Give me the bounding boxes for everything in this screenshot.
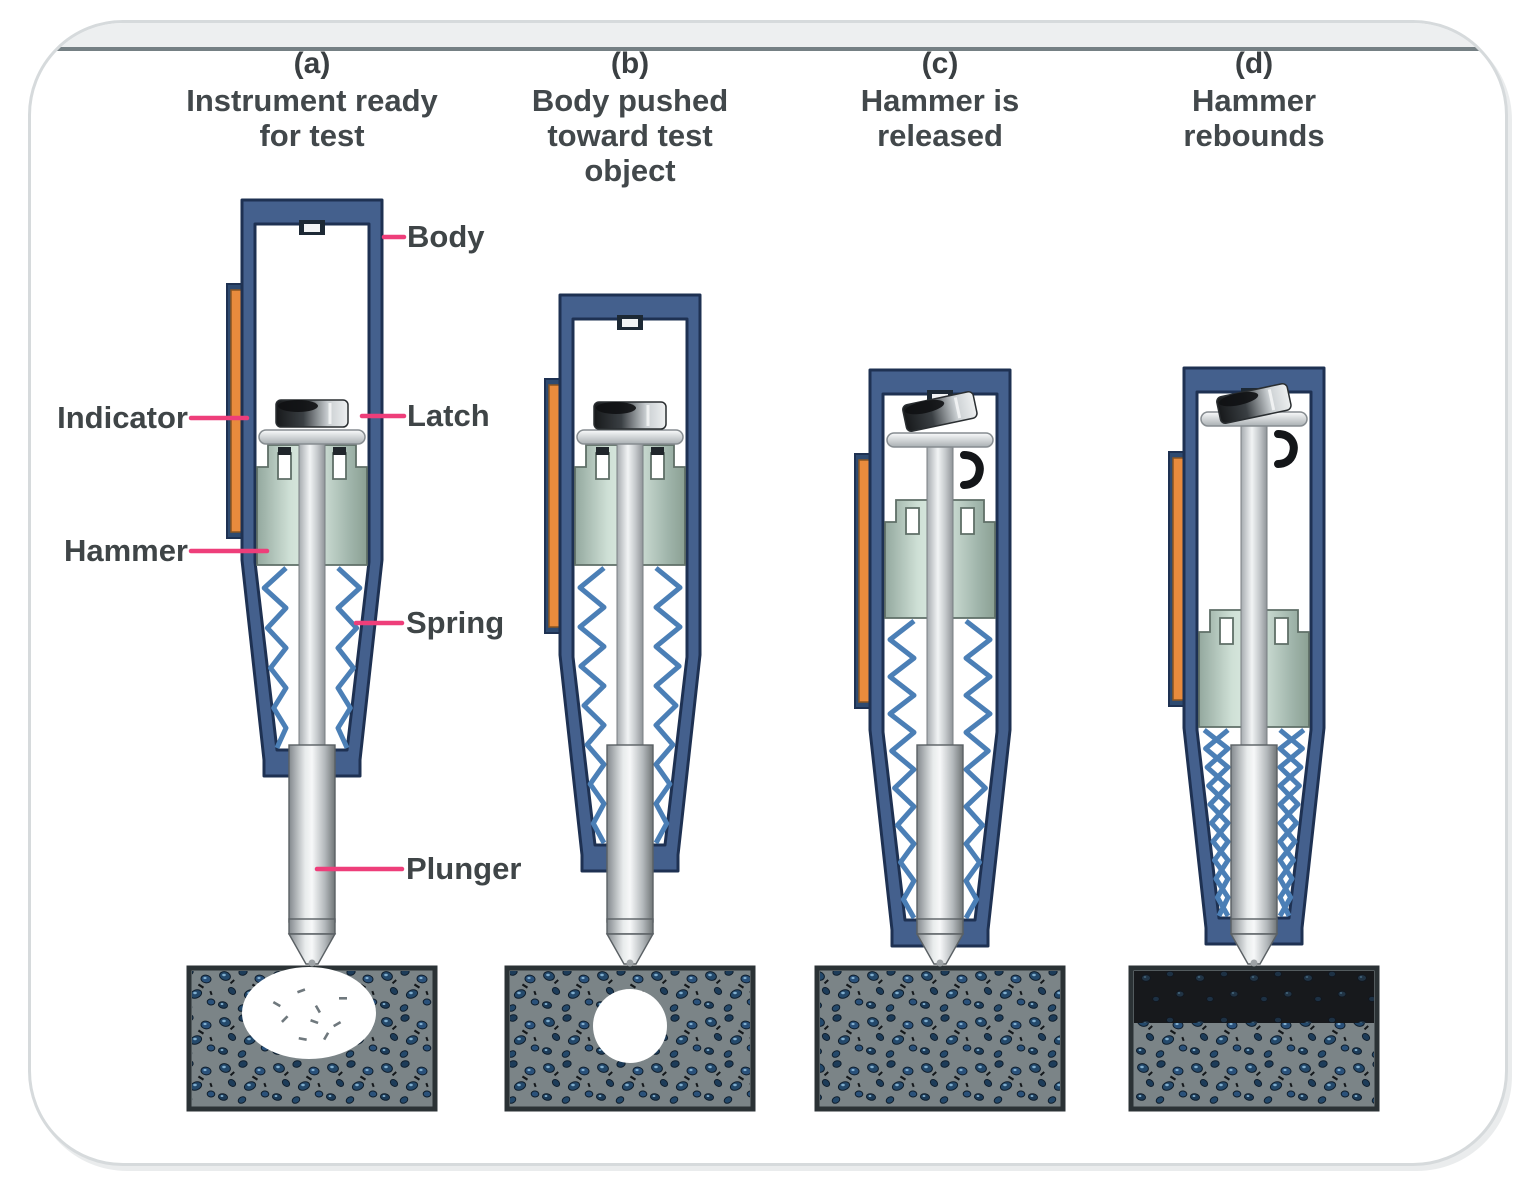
label-plunger: Plunger <box>406 851 522 886</box>
guide-rod <box>616 437 644 760</box>
latch-plate <box>258 429 366 445</box>
label-latch: Latch <box>407 398 490 433</box>
test-block-d <box>1128 965 1380 1112</box>
frame-top-band <box>31 23 1505 51</box>
body-shell <box>558 293 702 873</box>
rebound-hammer-instrument-b <box>544 293 702 967</box>
rebound-hammer-instrument-c <box>854 368 1012 967</box>
panel-caption-line: released <box>877 118 1003 153</box>
panel-caption-line: for test <box>259 118 365 153</box>
rebound-hammer-instrument-a <box>226 198 384 967</box>
impact-spring <box>887 619 993 920</box>
plunger-collar-ring <box>1230 918 1278 935</box>
body-shell <box>240 198 384 778</box>
guide-rod <box>298 437 326 760</box>
panel-caption-line: Body pushed <box>531 83 729 118</box>
panel-caption-line: Instrument ready <box>186 83 438 118</box>
rebound-hammer-instrument-d <box>1168 366 1326 967</box>
label-spring: Spring <box>406 605 505 640</box>
leader-lines <box>188 234 407 872</box>
panel-letter-d: (d) <box>1234 47 1274 80</box>
panel-caption-line: Hammer <box>1191 83 1317 118</box>
panel-letter-b: (b) <box>610 47 650 80</box>
aggregate-speckle-texture <box>820 971 1060 1106</box>
impact-spring <box>1202 728 1306 918</box>
plunger-tip <box>287 933 337 965</box>
crushed-zone-highlight <box>593 989 667 1063</box>
panel-caption-b: (b) Body pushed toward test object <box>531 47 729 189</box>
latch-cap <box>1216 383 1292 425</box>
panel-caption-line: Hammer is <box>860 83 1020 118</box>
test-block-c <box>814 965 1066 1112</box>
panel-caption-line: toward test <box>547 118 713 153</box>
label-body: Body <box>407 219 485 254</box>
panel-caption-a: (a) Instrument ready for test <box>186 47 438 154</box>
plunger <box>915 744 965 967</box>
plunger <box>605 744 655 967</box>
panel-letter-a: (a) <box>293 47 331 80</box>
panel-caption-line: object <box>584 153 676 188</box>
panel-letter-c: (c) <box>921 47 959 80</box>
released-latch-hook <box>1274 430 1298 468</box>
plunger <box>287 744 337 967</box>
plunger-tip <box>605 933 655 965</box>
body-shell <box>1182 366 1326 946</box>
crushed-zone-highlight <box>242 967 376 1059</box>
plunger-collar-ring <box>606 918 654 935</box>
plunger <box>1229 744 1279 967</box>
released-latch-hook <box>960 451 984 489</box>
latch-cap <box>593 401 667 430</box>
impact-spring <box>261 566 363 750</box>
test-block-b <box>504 965 756 1112</box>
plunger-collar-ring <box>916 918 964 935</box>
guide-rod <box>1240 419 1268 760</box>
latch-cap <box>275 399 349 428</box>
plunger-tip <box>1229 933 1279 965</box>
plunger-collar-ring <box>288 918 336 935</box>
panel-caption-d: (d) Hammer rebounds <box>1183 47 1325 154</box>
test-block-a <box>186 965 438 1112</box>
guide-rod <box>926 440 954 760</box>
latch-cap <box>902 391 978 433</box>
label-hammer: Hammer <box>63 533 188 568</box>
latch-hook-engaged <box>596 447 609 455</box>
body-shell <box>868 368 1012 948</box>
latch-plate <box>886 432 994 448</box>
latch-plate <box>576 429 684 445</box>
panel-caption-line: rebounds <box>1183 118 1325 153</box>
impact-spring <box>577 566 683 845</box>
plunger-tip <box>915 933 965 965</box>
label-indicator: Indicator <box>57 400 188 435</box>
latch-hook-engaged <box>278 447 291 455</box>
panel-caption-c: (c) Hammer is released <box>860 47 1020 154</box>
